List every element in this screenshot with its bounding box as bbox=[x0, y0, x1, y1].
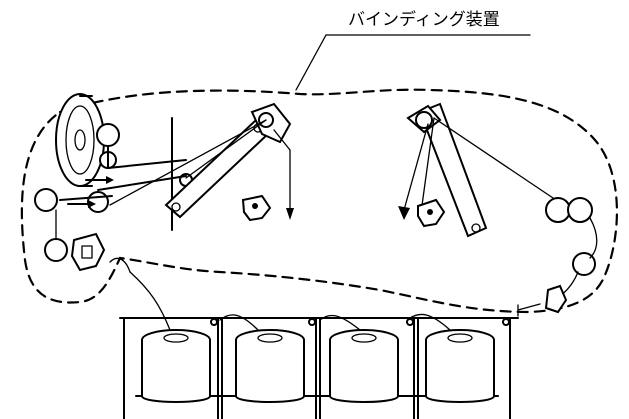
thread-lines-left bbox=[109, 119, 294, 220]
left-swing-arm bbox=[164, 102, 292, 219]
threads-to-reels bbox=[129, 271, 451, 331]
binding-device-label: バインディング装置 bbox=[348, 9, 500, 30]
guide-rollers-right bbox=[545, 197, 598, 297]
right-clip bbox=[417, 198, 446, 228]
feed-posts bbox=[210, 318, 510, 326]
large-pulley bbox=[55, 93, 105, 187]
yarn-reel-1 bbox=[141, 329, 211, 403]
yarn-reel-3 bbox=[329, 329, 399, 403]
right-tensioner bbox=[517, 284, 568, 317]
yarn-reel-4 bbox=[425, 329, 495, 403]
left-tensioner bbox=[55, 209, 131, 273]
label-leader-line bbox=[295, 34, 327, 91]
drive-rods bbox=[59, 159, 187, 201]
binding-device-boundary bbox=[20, 88, 619, 314]
yarn-reel-2 bbox=[235, 329, 305, 403]
thread-lines-right bbox=[398, 117, 557, 221]
guide-arrows bbox=[67, 176, 114, 208]
left-clip bbox=[241, 194, 272, 222]
